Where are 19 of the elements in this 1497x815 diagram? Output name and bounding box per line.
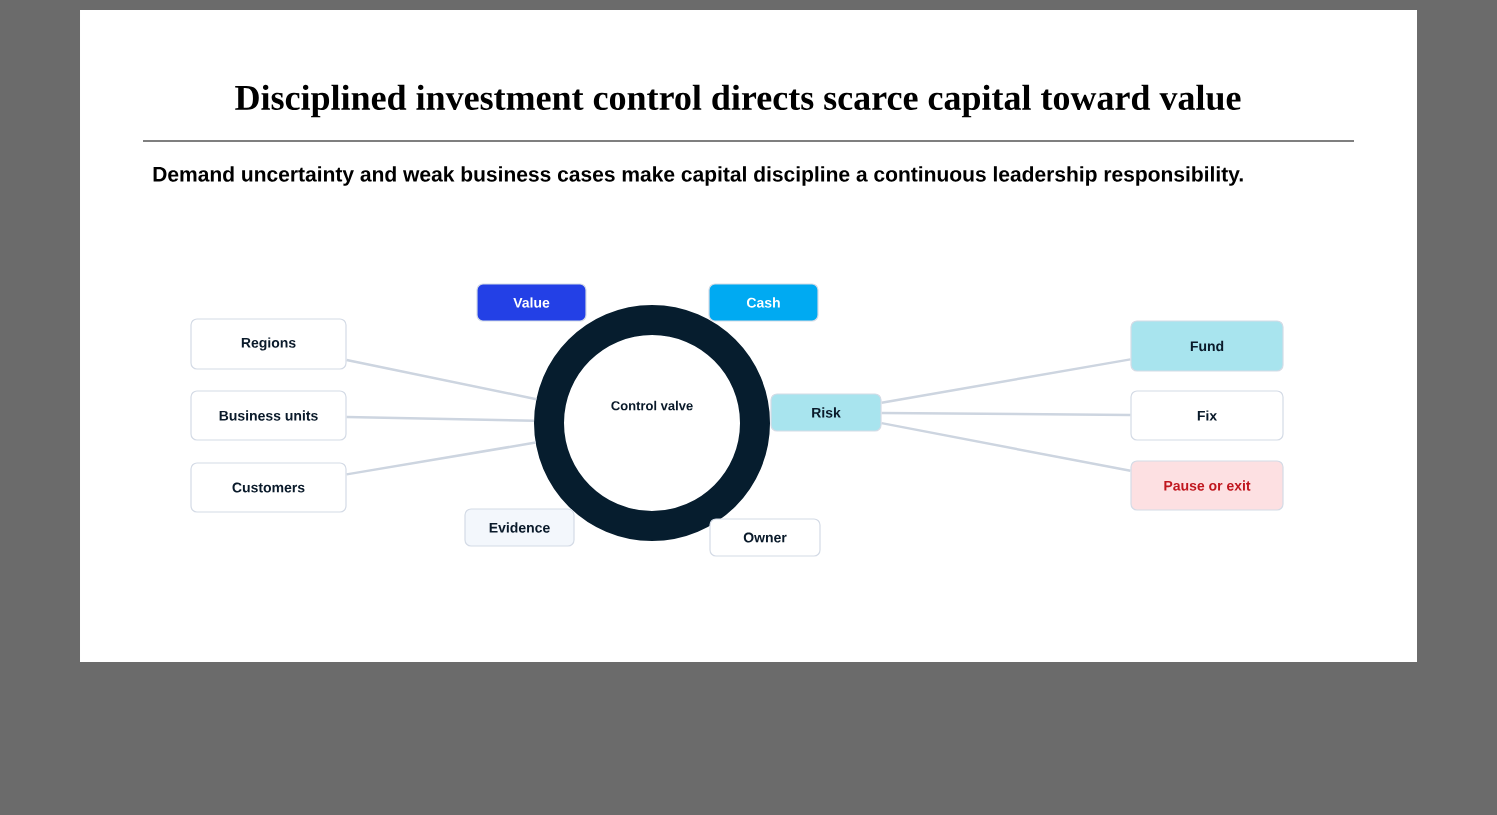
source-box: Business units	[190, 390, 347, 441]
source-box: Customers	[190, 462, 347, 513]
tag-box: Value	[476, 283, 587, 322]
title: Disciplined investment control directs scarce capital toward value	[235, 84, 1241, 118]
connector-line	[881, 411, 1131, 417]
tag-box: Cash	[708, 283, 819, 322]
subtitle: Demand uncertainty and weak business cases make capital discipline a continuous leadership responsibility.	[153, 166, 1243, 186]
outcome-box: Fix	[1130, 390, 1284, 441]
tag-box: Evidence	[464, 508, 575, 547]
connector-line	[346, 415, 535, 422]
tag-box: Risk	[770, 393, 882, 432]
connector-line	[346, 441, 536, 476]
connector-line	[346, 358, 537, 401]
connector-line	[881, 421, 1131, 473]
connector-line	[881, 358, 1131, 405]
tag-box: Owner	[709, 518, 821, 557]
outcome-box: Fund	[1130, 320, 1284, 372]
source-box: Regions	[190, 318, 347, 370]
outcome-box: Pause or exit	[1130, 460, 1284, 511]
